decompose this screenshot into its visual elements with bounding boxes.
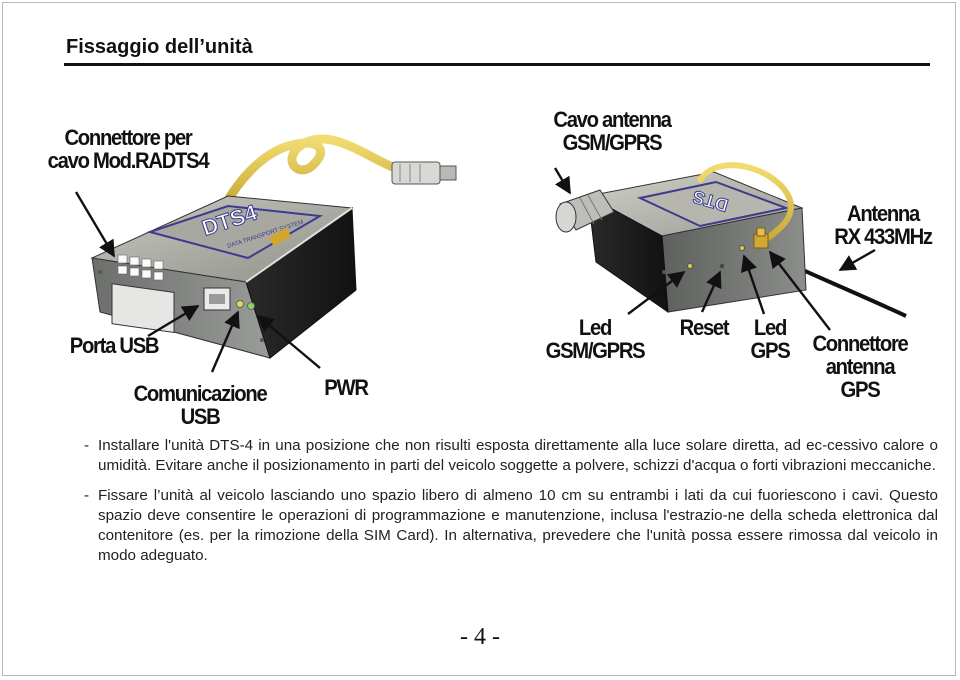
label-cavo-antenna: Cavo antenna GSM/GPRS — [553, 107, 672, 155]
callout-arrows — [74, 167, 876, 373]
reset-button-hole — [719, 263, 725, 269]
label-reset: Reset — [679, 315, 730, 340]
right-device: DTS — [555, 162, 907, 318]
label-led-gsm: Led GSM/GPRS — [545, 315, 646, 363]
usb-cable-connector — [391, 161, 457, 185]
gps-led — [738, 244, 746, 252]
gsm-led — [686, 262, 694, 270]
usb-led — [236, 300, 244, 308]
label-comunicazione-usb: Comunicazione USB — [133, 381, 268, 429]
instructions: - Installare l'unità DTS-4 in una posizi… — [84, 436, 938, 566]
label-connettore-radts4: Connettore per cavo Mod.RADTS4 — [47, 125, 210, 173]
paragraph-2: - Fissare l’unità al veicolo lasciando u… — [84, 487, 938, 564]
usb-port — [203, 287, 231, 311]
pwr-led — [247, 302, 255, 310]
label-connettore-gps: Connettore antenna GPS — [812, 331, 908, 402]
gps-antenna-connector — [753, 227, 769, 249]
label-led-gps: Led GPS — [750, 315, 791, 363]
device-illustration: DTS4 DATA TRANSPORT SYSTEM — [74, 134, 907, 373]
gsm-antenna-connector — [555, 189, 615, 233]
label-pwr: PWR — [324, 375, 369, 400]
label-antenna-rx: Antenna RX 433MHz — [834, 201, 933, 249]
page-title: Fissaggio dell’unità — [66, 36, 253, 58]
label-porta-usb: Porta USB — [69, 333, 160, 358]
page-number: - 4 - — [460, 624, 500, 650]
radts4-port — [111, 254, 175, 334]
paragraph-1: - Installare l'unità DTS-4 in una posizi… — [84, 437, 938, 474]
title-underline — [64, 63, 930, 66]
